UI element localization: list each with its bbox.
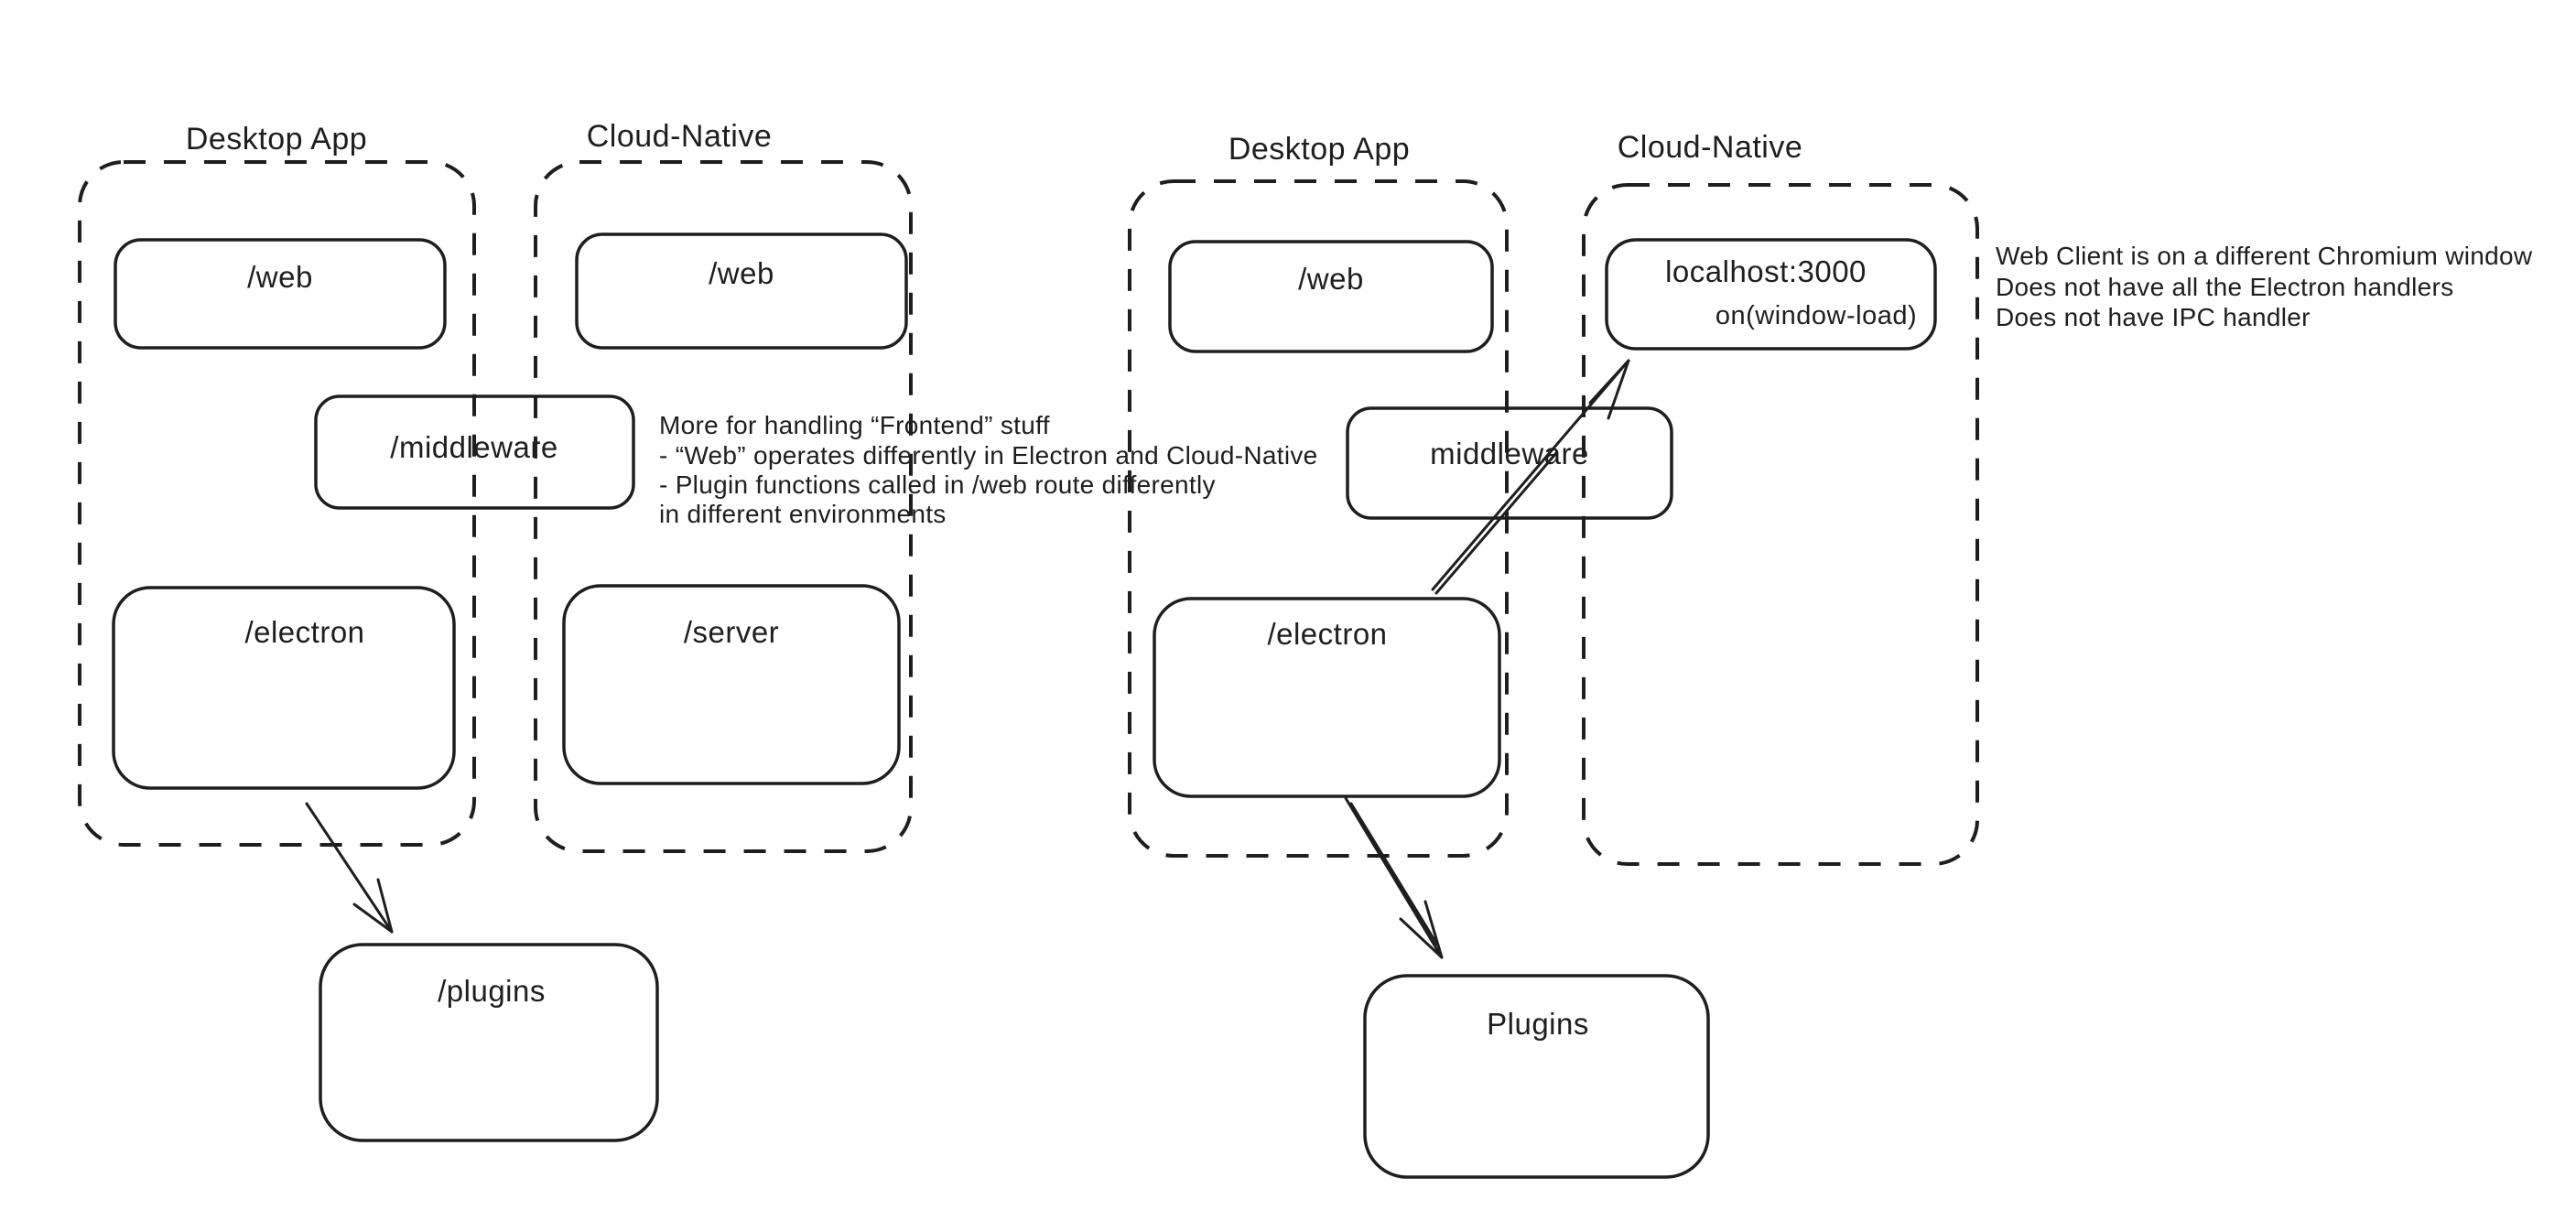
arrow-shaft-second-stroke: [1349, 802, 1439, 946]
left-web-desktop-label: /web: [247, 260, 313, 294]
frontend-note-line-1: More for handling “Frontend” stuff: [659, 411, 1050, 439]
arrow-shaft[interactable]: [1431, 359, 1630, 591]
left-web-desktop-box[interactable]: [114, 238, 447, 350]
left-middleware-box[interactable]: [314, 394, 635, 510]
arrowhead-stroke: [376, 878, 394, 934]
left-desktop-group-label: Desktop App: [186, 122, 367, 157]
left-electron-to-plugins-arrow[interactable]: [305, 802, 394, 934]
arrowhead-stroke: [1399, 917, 1444, 959]
right-electron-box[interactable]: [1153, 597, 1501, 798]
left-server-label: /server: [684, 615, 779, 649]
electron-to-localhost-arrow[interactable]: [1431, 359, 1630, 595]
arrowhead-stroke: [352, 902, 394, 934]
left-plugins-box[interactable]: [319, 943, 659, 1142]
frontend-note: More for handling “Frontend” stuff - “We…: [659, 411, 1318, 528]
frontend-note-line-4: in different environments: [659, 500, 947, 528]
right-middleware-label: middleware: [1430, 437, 1589, 470]
web-client-note-line-1: Web Client is on a different Chromium wi…: [1996, 242, 2533, 270]
right-electron-label: /electron: [1267, 617, 1387, 651]
right-cloud-group-label: Cloud-Native: [1618, 130, 1803, 165]
web-client-note-line-3: Does not have IPC handler: [1996, 303, 2311, 331]
left-plugins-label: /plugins: [438, 974, 546, 1008]
left-cloud-group-label: Cloud-Native: [587, 119, 773, 154]
localhost-label: localhost:3000: [1665, 254, 1867, 288]
right-plugins-box[interactable]: [1363, 974, 1710, 1179]
arrowhead-stroke: [1607, 359, 1630, 420]
right-cloud-container[interactable]: [1582, 183, 1979, 866]
left-middleware-label: /middleware: [390, 430, 557, 464]
right-electron-to-plugins-arrow[interactable]: [1344, 796, 1444, 959]
left-cloud-container[interactable]: [534, 160, 913, 853]
window-load-label: on(window-load): [1716, 301, 1917, 330]
frontend-note-line-2: - “Web” operates differently in Electron…: [659, 441, 1318, 470]
right-plugins-label: Plugins: [1487, 1007, 1589, 1041]
right-middleware-box[interactable]: [1346, 406, 1673, 520]
arrowhead-stroke: [1423, 900, 1444, 959]
web-client-note: Web Client is on a different Chromium wi…: [1996, 242, 2533, 331]
web-client-note-line-2: Does not have all the Electron handlers: [1996, 273, 2453, 301]
localhost-box[interactable]: [1605, 238, 1937, 351]
left-electron-label: /electron: [244, 615, 364, 649]
left-web-cloud-box[interactable]: [575, 232, 908, 350]
right-desktop-group-label: Desktop App: [1228, 132, 1410, 167]
right-web-label: /web: [1298, 262, 1364, 296]
right-web-box[interactable]: [1168, 240, 1494, 353]
arrow-shaft[interactable]: [1344, 796, 1444, 959]
left-server-box[interactable]: [562, 584, 901, 785]
arrow-shaft[interactable]: [305, 802, 394, 934]
arrow-shaft-second-stroke: [1434, 451, 1558, 595]
left-electron-box[interactable]: [112, 586, 456, 790]
arrowhead-stroke: [1588, 359, 1630, 405]
frontend-note-line-3: - Plugin functions called in /web route …: [659, 470, 1216, 499]
left-web-cloud-label: /web: [709, 256, 774, 290]
left-desktop-container[interactable]: [78, 160, 476, 847]
